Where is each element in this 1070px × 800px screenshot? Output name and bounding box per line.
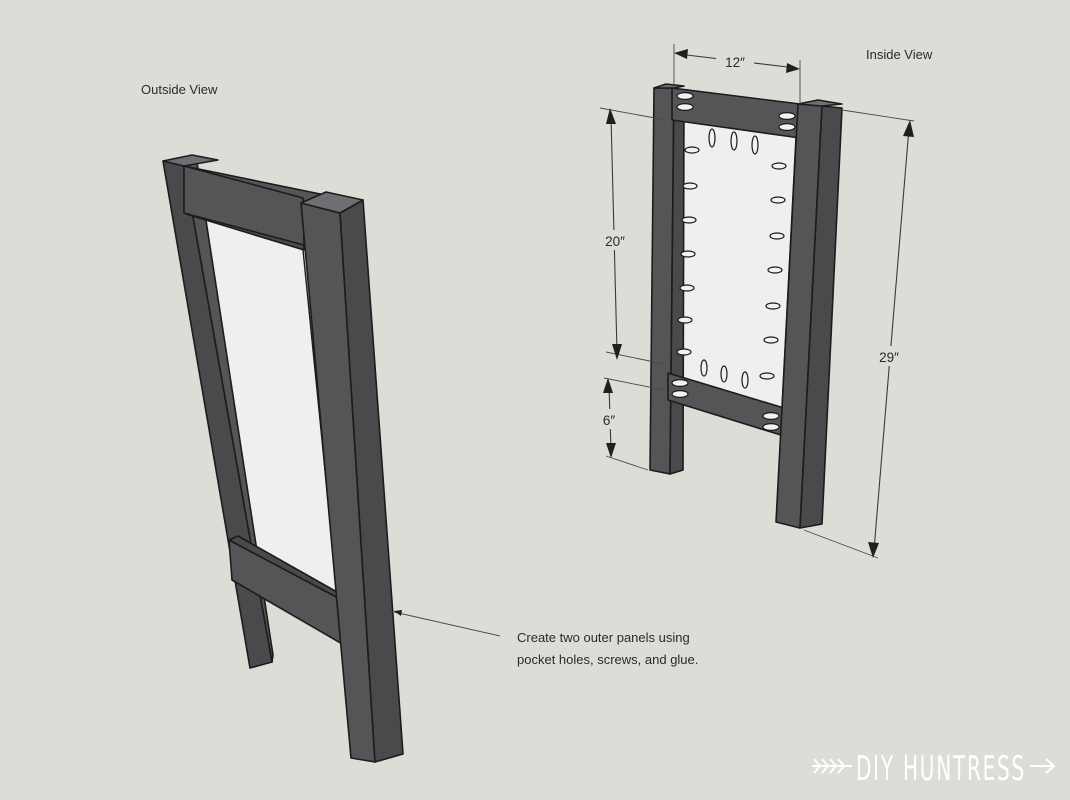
dimension-lower-gap-label: 6″ (603, 413, 616, 428)
outside-view-label: Outside View (141, 82, 218, 97)
watermark-logo: DIY HUNTRESS (812, 749, 1056, 789)
callout-text-line-1: Create two outer panels using (517, 630, 690, 645)
dimension-20in: 20″ (598, 107, 667, 365)
inside-right-leg-top (797, 99, 843, 107)
inside-view-frame (649, 83, 843, 529)
outside-right-leg-top (300, 191, 364, 214)
arrow-head-icon (1030, 758, 1056, 774)
panel-pocket-holes (676, 128, 787, 389)
rail-pocket-holes (671, 91, 796, 432)
watermark-text: DIY HUNTRESS (856, 749, 1026, 789)
outside-left-leg-top (162, 154, 219, 167)
dimension-6in: 6″ (594, 377, 665, 471)
inside-right-leg-side (799, 105, 843, 529)
dimension-panel-height-label: 20″ (605, 234, 625, 249)
inside-left-leg-top (653, 83, 685, 89)
dimension-total-height-label: 29″ (879, 350, 899, 365)
inside-view-label: Inside View (866, 47, 933, 62)
dimension-12in: 12″ (673, 44, 801, 104)
arrow-fletching-icon (812, 758, 852, 774)
callout-text-line-2: pocket holes, screws, and glue. (517, 652, 698, 667)
callout: Create two outer panels using pocket hol… (393, 610, 698, 667)
outside-view-frame (162, 154, 404, 763)
dimension-29in: 29″ (803, 109, 915, 559)
dimension-width-label: 12″ (725, 55, 745, 70)
